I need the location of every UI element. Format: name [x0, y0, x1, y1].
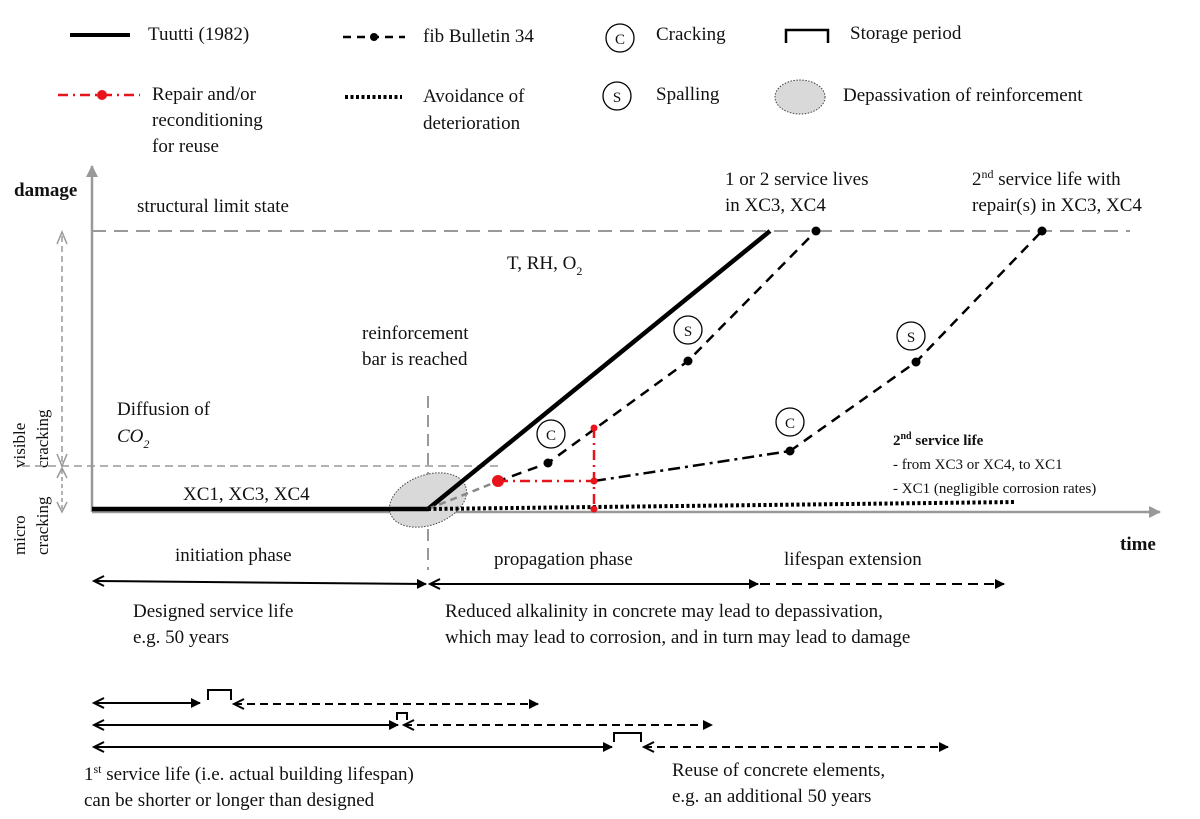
- fib-point-spalling: [683, 356, 693, 366]
- second-service-label-2: repair(s) in XC3, XC4: [972, 195, 1142, 216]
- second-service-note-title: 2nd service life: [893, 431, 984, 449]
- legend-cracking-circle: [605, 23, 635, 53]
- cracking-marker-1-text: C: [546, 428, 556, 444]
- markers: C S C S: [536, 315, 926, 449]
- legend-tuutti-label: Tuutti (1982): [148, 24, 249, 45]
- visible-cracking-label-1: visible: [10, 423, 29, 468]
- visible-cracking-arrow-top: [56, 230, 68, 245]
- legend-depassivation-label: Depassivation of reinforcement: [843, 85, 1083, 106]
- timeline-1-storage: [207, 689, 232, 700]
- second-life-point-spalling: [911, 357, 921, 367]
- micro-cracking-arrow-top: [56, 466, 68, 479]
- legend-avoidance-label-2: deterioration: [423, 113, 521, 134]
- visible-cracking-label-2: cracking: [33, 409, 52, 468]
- legend-repair-label-2: reconditioning: [152, 110, 263, 131]
- spalling-marker-1: [673, 315, 703, 345]
- exposure-classes-label: XC1, XC3, XC4: [183, 484, 310, 505]
- reduced-alkalinity-label-2: which may lead to corrosion, and in turn…: [445, 627, 910, 648]
- repair-point-mid: [590, 477, 598, 485]
- initiation-arrow-tail: [91, 575, 105, 587]
- fib-point-cracking: [543, 458, 553, 468]
- legend-repair-label-1: Repair and/or: [152, 84, 257, 105]
- co2-label: CO2: [117, 426, 149, 451]
- tuutti-curve: [92, 229, 772, 512]
- fib-point-limit: [811, 226, 821, 236]
- depassivation-ellipse: [388, 472, 468, 528]
- legend-cracking-label: Cracking: [656, 24, 726, 45]
- legend-fib-label: fib Bulletin 34: [423, 26, 534, 47]
- cracking-marker-2: [775, 407, 805, 437]
- axes: damage time visible cracking micro crack…: [10, 165, 1161, 555]
- reuse-label-2: e.g. an additional 50 years: [672, 786, 871, 807]
- legend-avoidance-label-1: Avoidance of: [423, 86, 525, 107]
- timeline-2-reuse-tail: [401, 719, 415, 731]
- reinforcement-label-2: bar is reached: [362, 349, 468, 370]
- second-service-note-2: - XC1 (negligible corrosion rates): [893, 481, 1096, 497]
- initiation-arrow: [93, 578, 427, 589]
- second-life-dashdot: [593, 449, 791, 483]
- cracking-marker-2-text: C: [785, 416, 795, 432]
- timeline-1-first-tail: [91, 697, 105, 709]
- legend-fib-dot: [370, 33, 378, 41]
- chart-labels: structural limit state T, RH, O2 reinfor…: [117, 167, 1142, 505]
- service-lives-label-1: 1 or 2 service lives: [725, 169, 869, 190]
- service-lives-label-2: in XC3, XC4: [725, 195, 826, 216]
- first-service-life-label-1: 1st service life (i.e. actual building l…: [84, 762, 414, 785]
- legend-repair-dot: [97, 90, 107, 100]
- designed-life-label-1: Designed service life: [133, 601, 293, 622]
- phases: initiation phase propagation phase lifes…: [91, 545, 1005, 648]
- fib-start-segment: [427, 480, 497, 511]
- lifespan-extension-label: lifespan extension: [784, 549, 922, 570]
- second-service-note-1: - from XC3 or XC4, to XC1: [893, 457, 1063, 473]
- fib-curve-first-life: [495, 230, 817, 484]
- reinforcement-label-1: reinforcement: [362, 323, 469, 344]
- avoidance-curve: [427, 500, 1017, 511]
- legend: Tuutti (1982) fib Bulletin 34 C Cracking…: [58, 23, 1083, 157]
- initiation-phase-label: initiation phase: [175, 545, 292, 566]
- y-axis-label: damage: [14, 180, 77, 201]
- reduced-alkalinity-label-1: Reduced alkalinity in concrete may lead …: [445, 601, 883, 622]
- legend-cracking-symbol: C: [615, 32, 625, 48]
- propagation-arrow-tail: [427, 578, 441, 590]
- environment-label: T, RH, O2: [507, 253, 582, 278]
- propagation-phase-label: propagation phase: [494, 549, 633, 570]
- legend-repair-label-3: for reuse: [152, 136, 219, 157]
- timeline-3-first-tail: [91, 741, 105, 753]
- spalling-marker-1-text: S: [684, 324, 692, 340]
- second-life-point-limit: [1037, 226, 1047, 236]
- first-service-life-label-2: can be shorter or longer than designed: [84, 790, 375, 811]
- legend-depassivation-ellipse: [774, 79, 826, 115]
- micro-cracking-label-1: micro: [10, 515, 29, 555]
- reuse-label-1: Reuse of concrete elements,: [672, 760, 885, 781]
- timeline-1-reuse-tail: [231, 698, 245, 710]
- legend-spalling-symbol: S: [613, 90, 621, 106]
- designed-life-label-2: e.g. 50 years: [133, 627, 229, 648]
- timeline-2-first-tail: [91, 719, 105, 731]
- second-service-label-1: 2nd service life with: [972, 167, 1121, 190]
- legend-spalling-label: Spalling: [656, 84, 720, 105]
- structural-limit-label: structural limit state: [137, 196, 289, 217]
- legend-spalling-circle: [602, 81, 632, 111]
- micro-cracking-label-2: cracking: [33, 496, 52, 555]
- second-life-point-cracking: [785, 446, 795, 456]
- curves: [92, 226, 1047, 513]
- reuse-timelines: 1st service life (i.e. actual building l…: [84, 689, 949, 811]
- spalling-marker-2-text: S: [907, 330, 915, 346]
- repair-point-top: [590, 424, 598, 432]
- timeline-3-reuse-tail: [641, 741, 655, 753]
- timeline-3-storage: [613, 732, 642, 742]
- legend-storage-bracket: [784, 28, 830, 43]
- legend-storage-label: Storage period: [850, 23, 962, 44]
- diffusion-label: Diffusion of: [117, 399, 211, 420]
- micro-cracking-arrow-bottom: [56, 501, 68, 514]
- x-axis-label: time: [1120, 534, 1156, 555]
- repair-point-start: [492, 475, 504, 487]
- spalling-marker-2: [896, 321, 926, 351]
- timeline-2-storage: [396, 712, 408, 720]
- repair-point-bottom: [590, 505, 598, 513]
- cracking-marker-1: [536, 419, 566, 449]
